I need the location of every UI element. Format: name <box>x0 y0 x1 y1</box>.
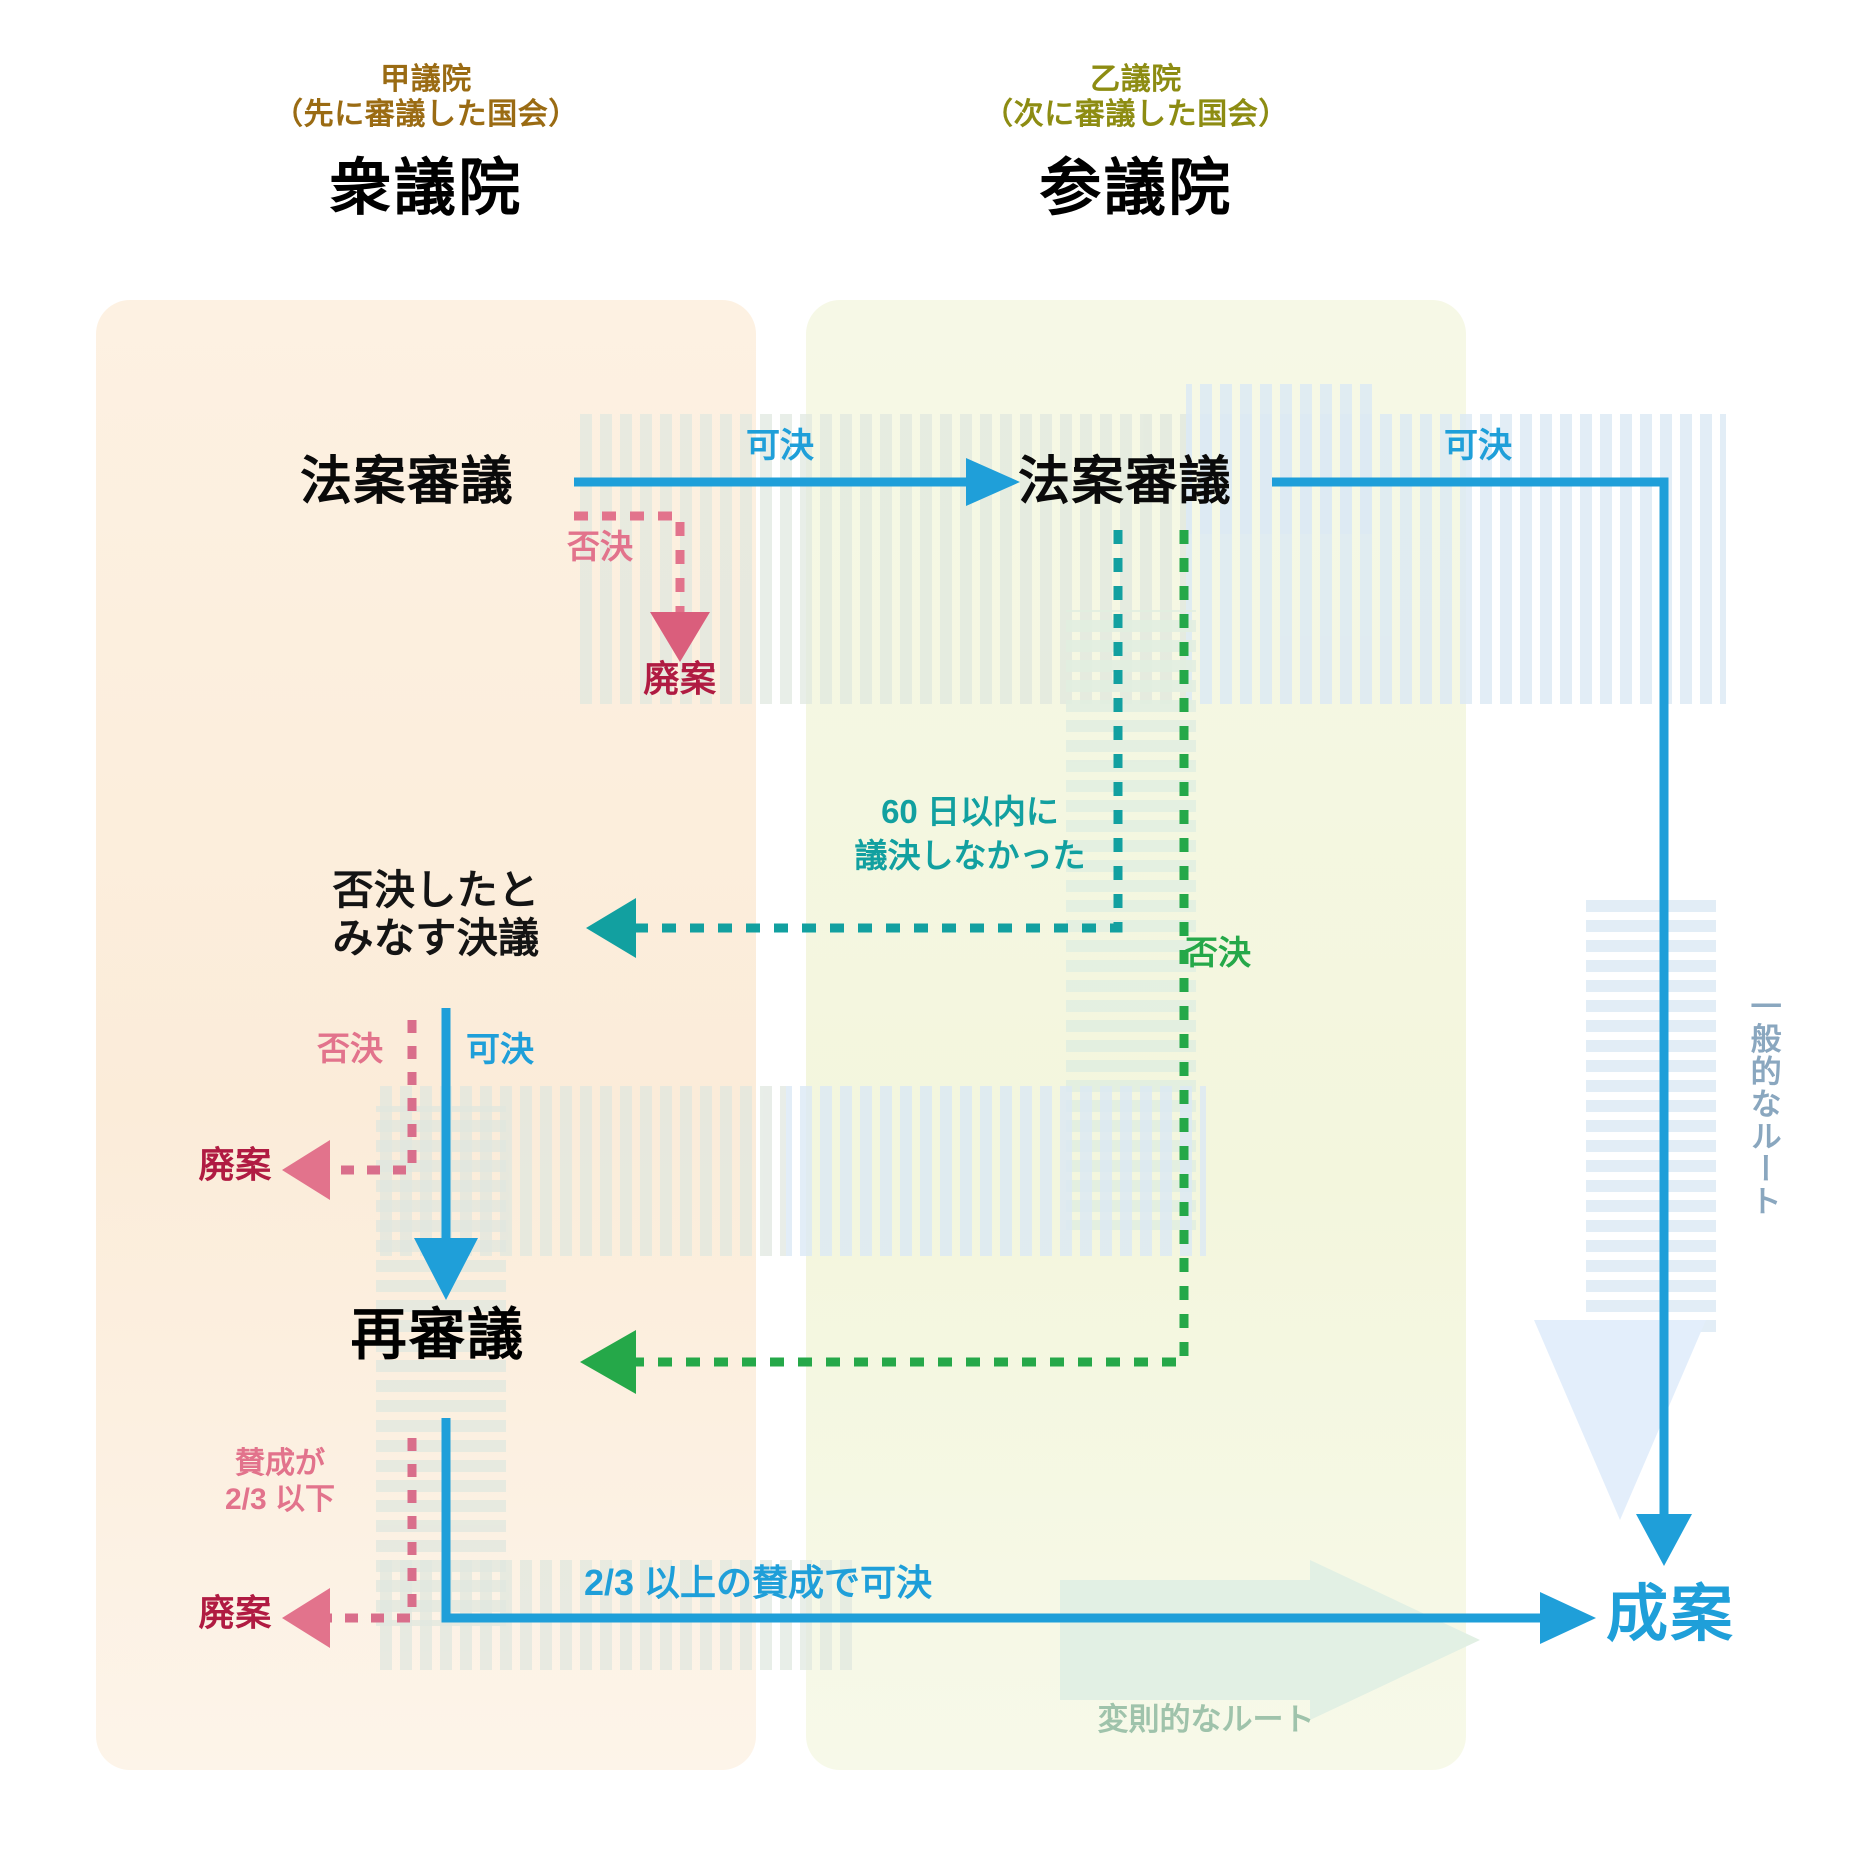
route-label-irregular: 変則的なルート <box>1097 1702 1315 1737</box>
node-deemed-rejection: 否決したと みなす決議 <box>332 867 540 962</box>
node-scrapped-3: 廃案 <box>198 1592 272 1633</box>
node-scrapped-2: 廃案 <box>198 1144 272 1185</box>
node-scrapped-1: 廃案 <box>643 658 717 699</box>
header-right-title: 参議院 <box>1039 154 1233 223</box>
route-arrow-normal-shape <box>1534 1320 1706 1520</box>
edge-no-vote-60days <box>586 530 1123 958</box>
node-lower-house-review: 法案審議 <box>300 453 515 511</box>
edge-pass-upper-to-enacted <box>1272 477 1692 1566</box>
header-left-subtitle: 甲議院 （先に審議した国会） <box>273 63 579 132</box>
route-label-normal: 一般的なルート <box>1745 990 1781 1218</box>
edge-label-reject-lower: 否決 <box>567 528 633 565</box>
edge-label-no-vote-60days: 60 日以内に 議決しなかった <box>854 793 1086 874</box>
edge-label-pass-lower-to-upper: 可決 <box>746 427 814 465</box>
edge-label-reject-deemed: 否決 <box>317 1030 383 1067</box>
decorative-hatching <box>376 384 1726 1670</box>
edge-label-pass-upper: 可決 <box>1444 427 1512 465</box>
node-upper-house-review: 法案審議 <box>1018 453 1233 511</box>
header-left-title: 衆議院 <box>329 154 523 223</box>
panel-lower-house <box>96 300 756 1770</box>
node-re-review: 再審議 <box>350 1303 526 1366</box>
node-enacted: 成案 <box>1606 1580 1735 1649</box>
panel-upper-house <box>806 300 1466 1770</box>
edge-label-pass-deemed: 可決 <box>466 1031 534 1069</box>
header-right-subtitle: 乙議院 （次に審議した国会） <box>983 63 1289 132</box>
edge-label-reject-upper: 否決 <box>1185 934 1251 971</box>
edge-label-under-two-thirds: 賛成が 2/3 以下 <box>224 1447 336 1516</box>
route-arrow-irregular-shape <box>1060 1560 1480 1720</box>
edge-label-two-thirds-pass: 2/3 以上の賛成で可決 <box>584 1562 933 1603</box>
edge-two-thirds-pass-to-enacted <box>441 1418 1596 1644</box>
